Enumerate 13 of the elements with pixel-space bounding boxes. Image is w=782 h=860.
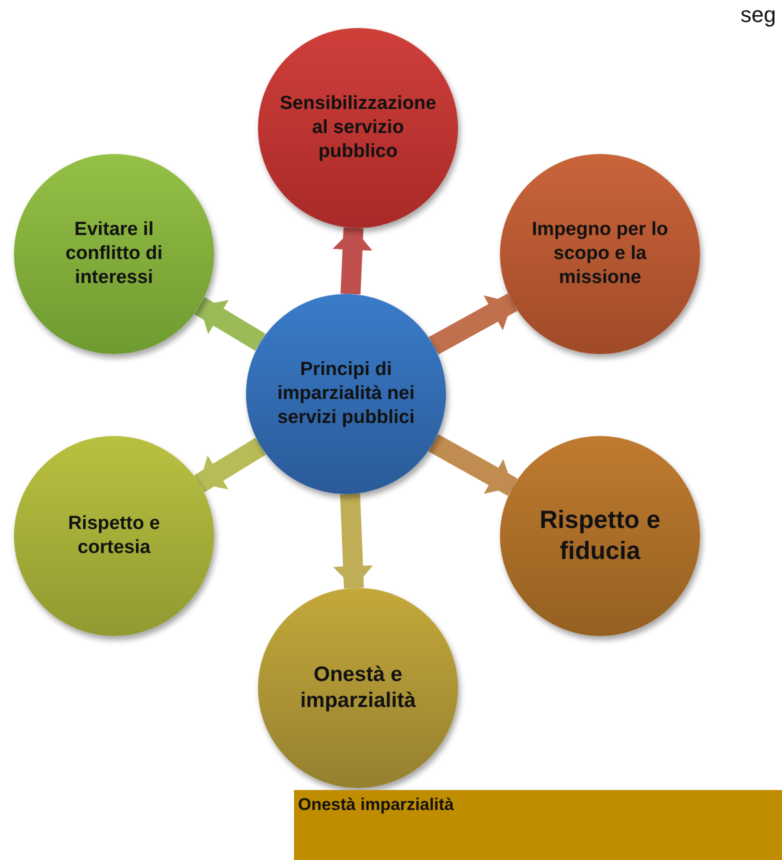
arrow (428, 294, 518, 354)
node-text: Impegno per lo scopo e la missione (530, 218, 670, 290)
text-box (294, 790, 782, 860)
node-text: Evitare il conflitto di interessi (64, 218, 164, 290)
arrow (428, 434, 518, 496)
node-text: Rispetto e cortesia (67, 512, 161, 560)
node-text: Onestà e imparzialità (299, 662, 417, 714)
node-text: Rispetto e fiducia (538, 504, 662, 567)
node-text: Onestà imparzialità (298, 794, 454, 816)
node-text: Principi di imparzialità nei servizi pubblici (276, 358, 416, 430)
node-text: Sensibilizzazione al servizio pubblico (280, 92, 436, 164)
arrow (333, 494, 373, 588)
text-fragment: seg (740, 2, 776, 28)
